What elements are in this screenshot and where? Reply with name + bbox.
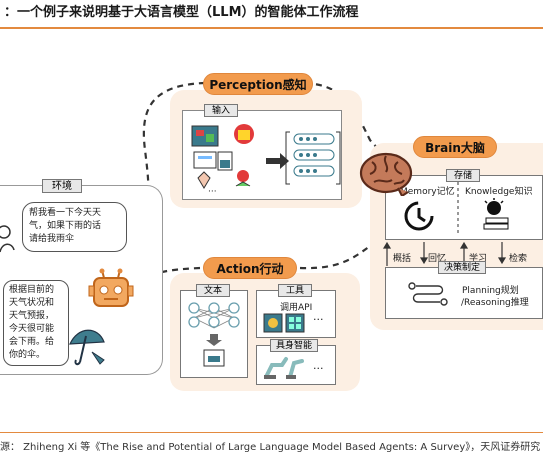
knowledge-lightbulb-icon <box>483 198 509 230</box>
agent-reply-line: 你的伞。 <box>9 350 46 360</box>
tools-icons <box>263 313 305 333</box>
reasoning-label: /Reasoning推理 <box>461 298 529 308</box>
page-title: ：一个例子来说明基于大语言模型（LLM）的智能体工作流程 <box>4 5 359 20</box>
summarize-label: 概括 <box>393 254 412 264</box>
tools-tag: 工具 <box>278 284 312 297</box>
user-request-line: 气，如果下雨的话 <box>29 221 102 231</box>
input-modalities-icon: ··· <box>191 124 341 196</box>
recall-label: 回忆 <box>428 254 447 264</box>
learn-label: 学习 <box>469 254 488 264</box>
action-label: Action行动 <box>203 257 297 279</box>
retrieve-label: 检索 <box>509 254 528 264</box>
agent-reply-line: 天气预报， <box>9 311 55 321</box>
svg-text:···: ··· <box>208 187 217 196</box>
planning-label: Planning规划 <box>462 286 519 296</box>
brain-label: Brain大脑 <box>413 136 497 158</box>
memory-label: Memory记忆 <box>400 187 455 197</box>
user-icon <box>0 225 15 253</box>
memory-clock-icon <box>404 201 434 231</box>
call-api-label: 调用API <box>280 303 313 313</box>
tools-ellipsis: ··· <box>313 313 324 326</box>
embodied-tag: 具身智能 <box>270 339 318 352</box>
embodied-ellipsis: ··· <box>313 362 324 375</box>
memory-knowledge-divider <box>457 182 459 234</box>
text-tag: 文本 <box>196 284 230 297</box>
agent-reply-line: 会下雨。给 <box>9 337 55 347</box>
source-divider <box>0 432 543 433</box>
decision-tag: 决策制定 <box>438 261 486 274</box>
input-tag: 输入 <box>204 104 238 117</box>
user-request-line: 请给我雨伞 <box>29 234 75 244</box>
umbrella-icon <box>69 329 105 366</box>
source-note: 源： Zhiheng Xi 等《The Rise and Potential o… <box>0 442 541 453</box>
storage-tag: 存储 <box>446 169 480 182</box>
embodied-arms-icon <box>264 357 304 379</box>
agent-reply-line: 天气状况和 <box>9 298 55 308</box>
robot-agent-icon <box>88 268 134 307</box>
knowledge-label: Knowledge知识 <box>465 187 533 197</box>
perception-label: Perception感知 <box>203 73 313 95</box>
text-network-icon <box>188 302 240 367</box>
title-divider <box>0 27 543 29</box>
brain-icon <box>359 152 413 196</box>
agent-reply-line: 根据目前的 <box>9 285 55 295</box>
storage-decision-arrows <box>382 241 507 266</box>
agent-reply-line: 今天很可能 <box>9 324 55 334</box>
agent-reply-bubble: 根据目前的 天气状况和 天气预报， 今天很可能 会下雨。给 你的伞。 <box>3 280 69 366</box>
planning-flow-icon <box>408 282 448 306</box>
environment-tag: 环境 <box>42 179 82 193</box>
user-request-line: 帮我看一下今天天 <box>29 208 102 218</box>
user-request-bubble: 帮我看一下今天天 气，如果下雨的话 请给我雨伞 <box>22 202 127 252</box>
